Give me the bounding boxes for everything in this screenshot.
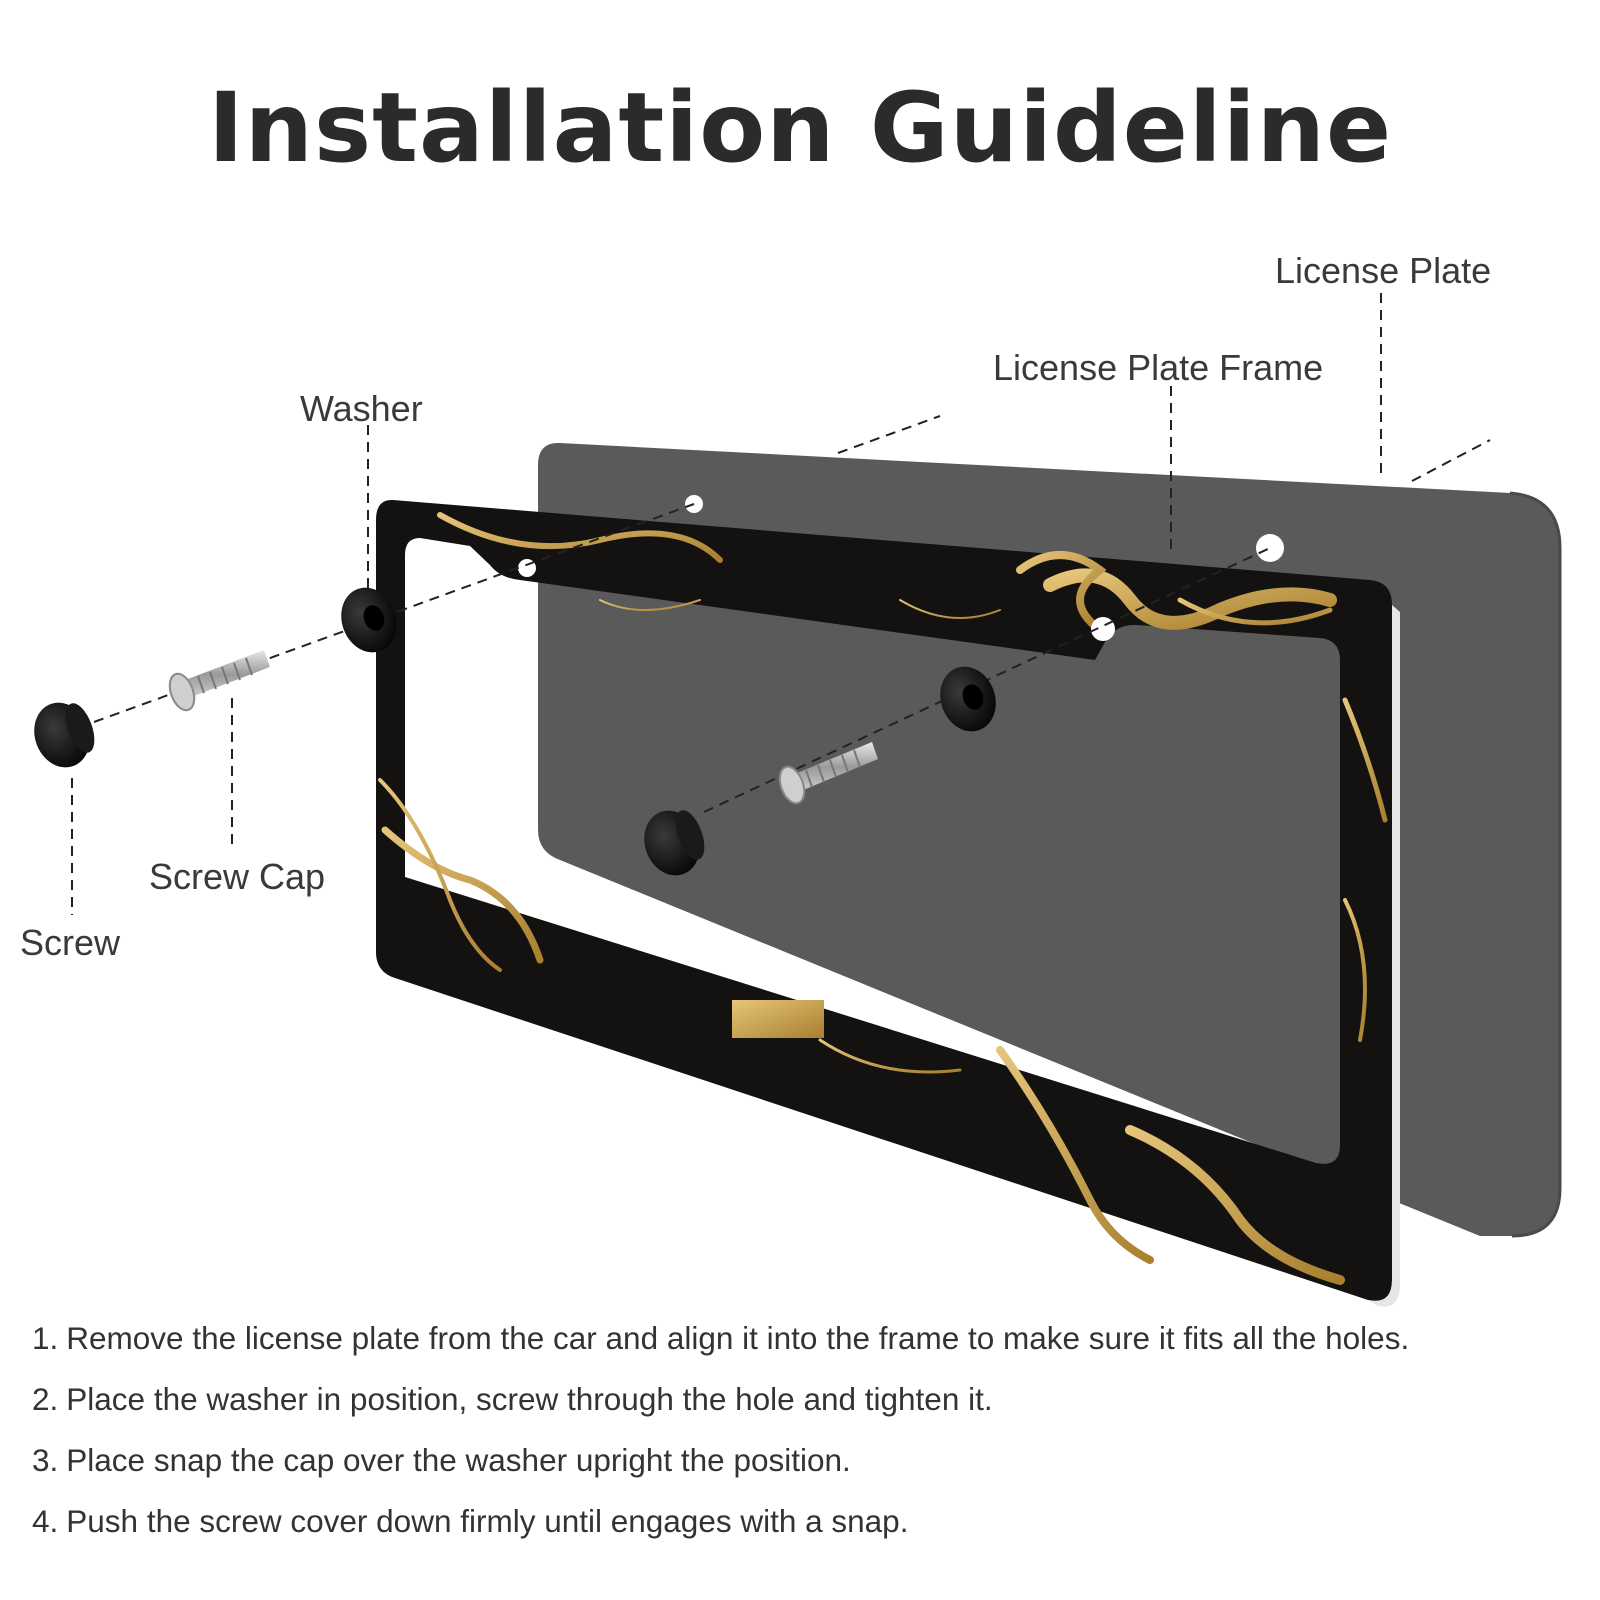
instruction-steps: 1.Remove the license plate from the car … <box>32 1318 1592 1562</box>
plate-hole <box>1256 534 1284 562</box>
screw-right <box>778 742 878 805</box>
step-item: 3.Place snap the cap over the washer upr… <box>32 1442 851 1478</box>
label-license-plate: License Plate <box>1275 250 1492 291</box>
license-plate-frame <box>376 499 1392 1301</box>
gold-marble-veins <box>378 512 1388 1285</box>
license-plate <box>538 442 1560 1236</box>
step-item: 4.Push the screw cover down firmly until… <box>32 1503 909 1539</box>
label-screw-cap: Screw Cap <box>149 856 326 897</box>
label-screw: Screw <box>20 922 121 963</box>
washer-left <box>341 587 397 653</box>
step-item: 2.Place the washer in position, screw th… <box>32 1381 993 1417</box>
washer-right <box>940 666 996 732</box>
label-license-plate-frame: License Plate Frame <box>993 347 1324 388</box>
frame-gold-tab <box>732 1000 824 1038</box>
screw-cap-right <box>644 810 705 876</box>
screw-cap-left <box>34 702 95 768</box>
step-item: 1.Remove the license plate from the car … <box>32 1320 1410 1356</box>
label-washer: Washer <box>300 388 423 429</box>
screw-left <box>168 650 270 712</box>
page-title: Installation Guideline <box>207 72 1393 184</box>
